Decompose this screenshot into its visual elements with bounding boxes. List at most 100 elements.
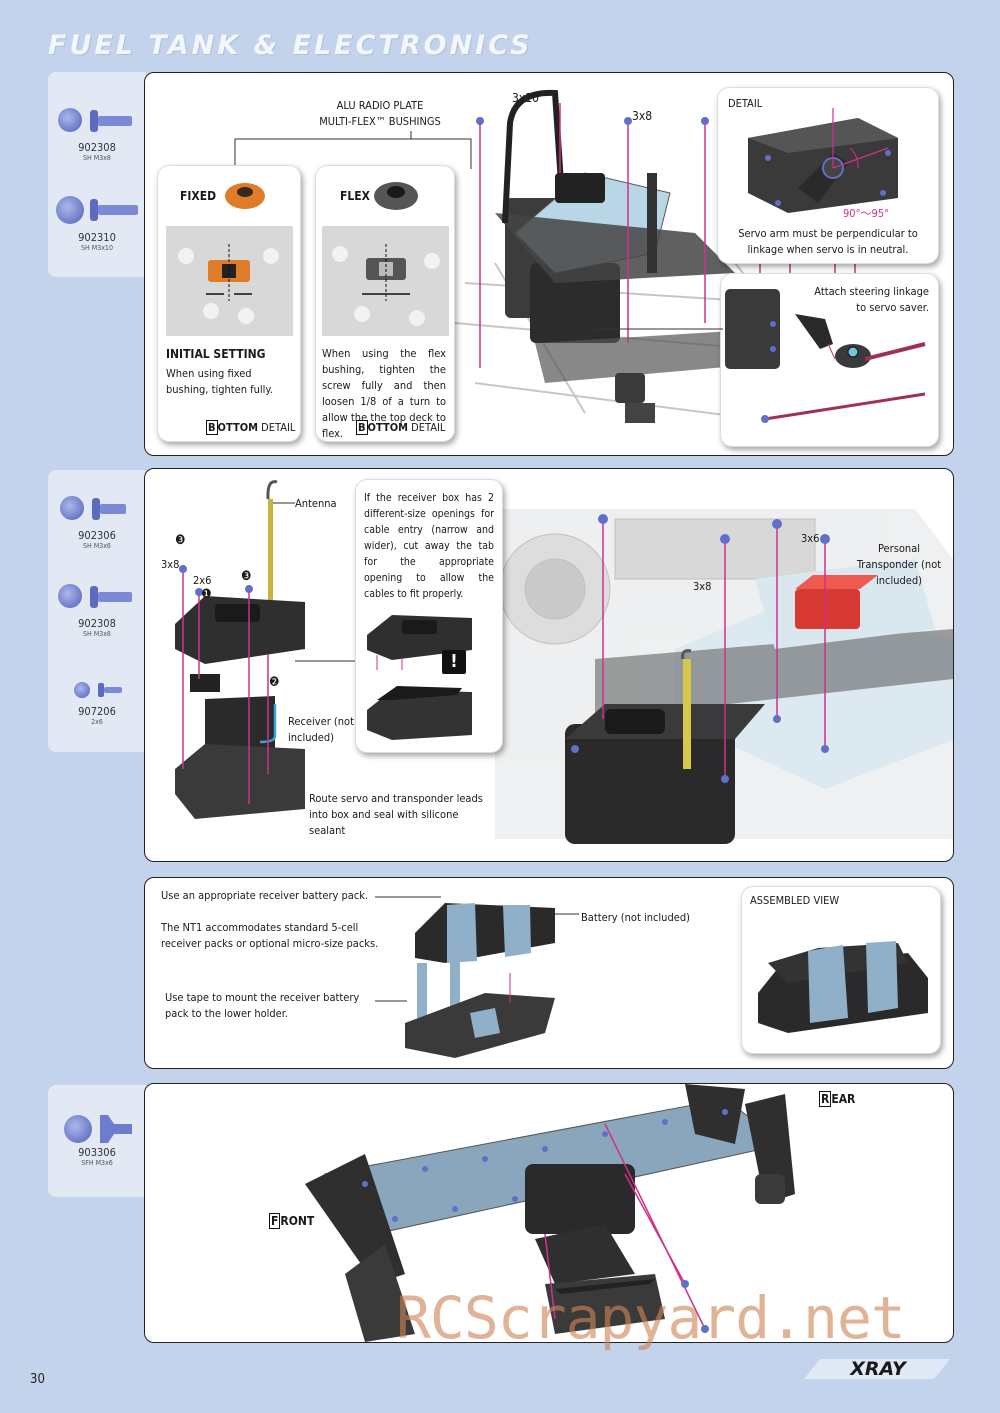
screw-side-icon xyxy=(92,498,126,520)
note-text: If the receiver box has 2 different-size… xyxy=(364,492,494,600)
flex-bushing-callout: FLEX When using the flex bushing, tighte… xyxy=(315,165,455,442)
steering-text: Attach steering linkage to servo saver. xyxy=(814,285,929,314)
screw-side-icon xyxy=(100,1115,132,1143)
screw-side-icon xyxy=(90,586,132,608)
fixed-bushing-icon xyxy=(225,183,265,209)
label-3x8: 3x8 xyxy=(161,558,180,571)
bushing-leader-lines xyxy=(234,131,472,169)
part-code: 907206 xyxy=(78,705,116,718)
battery-pack-illustration xyxy=(375,896,555,1058)
screw-head-icon xyxy=(58,584,82,608)
assembled-view-callout: ASSEMBLED VIEW xyxy=(741,886,941,1054)
part-desc: SH M3x6 xyxy=(83,542,111,550)
assembled-view-title: ASSEMBLED VIEW xyxy=(750,894,840,907)
screw-side-icon xyxy=(98,683,122,697)
part-desc: 2x6 xyxy=(91,718,103,726)
screw-head-icon xyxy=(64,1115,92,1143)
part-code: 902308 xyxy=(78,617,116,630)
screw-head-icon xyxy=(56,196,84,224)
screw-head-icon xyxy=(74,682,90,698)
flex-bushing-icon xyxy=(374,182,418,210)
callout-number-3: ❸ xyxy=(241,569,252,584)
antenna-label: Antenna xyxy=(295,497,337,510)
part-desc: SH M3x10 xyxy=(81,244,113,252)
part-902310: 902310 SH M3x10 xyxy=(48,192,146,252)
battery-text-2: The NT1 accommodates standard 5-cell rec… xyxy=(161,921,379,950)
flex-text: When using the flex bushing, tighten the… xyxy=(322,347,446,440)
screw-head-icon xyxy=(58,108,82,132)
part-desc: SH M3x8 xyxy=(83,630,111,638)
screw-head-icon xyxy=(60,496,84,520)
angle-label: 90°～95° xyxy=(843,207,890,220)
screw-side-icon xyxy=(90,199,138,221)
battery-label: Battery (not included) xyxy=(581,911,690,924)
label-3x10: 3x10 xyxy=(512,91,539,105)
alu-radio-plate-label: ALU RADIO PLATE xyxy=(336,99,424,112)
part-902308: 902308 SH M3x8 xyxy=(48,102,146,162)
step-panel-2: Antenna 3x8 2x6 ❸ ❸ ❶ ❷ Receiver (not in… xyxy=(144,468,954,862)
fixed-text: When using fixed bushing, tighten fully. xyxy=(166,367,273,396)
chassis-rear-illustration xyxy=(745,1094,795,1204)
steering-linkage-illustration xyxy=(725,289,926,423)
initial-setting-heading: INITIAL SETTING xyxy=(166,347,266,361)
part-902306: 902306 SH M3x6 xyxy=(48,492,146,550)
callout-number-2: ❷ xyxy=(269,675,280,690)
part-903306: 903306 SFH M3x6 xyxy=(48,1107,146,1167)
label-3x8-b: 3x8 xyxy=(693,580,712,593)
transponder-label: Personal Transponder (not included) xyxy=(856,542,942,587)
note-leader-line xyxy=(295,660,355,662)
assembled-battery-illustration xyxy=(758,941,928,1033)
part-desc: SFH M3x6 xyxy=(81,1159,113,1167)
route-text: Route servo and transponder leads into b… xyxy=(309,792,483,837)
steering-linkage-callout: Attach steering linkage to servo saver. xyxy=(720,273,939,447)
step-panel-3: Use an appropriate receiver battery pack… xyxy=(144,877,954,1069)
part-code: 902310 xyxy=(78,231,116,244)
battery-text-3: Use tape to mount the receiver battery p… xyxy=(165,991,360,1020)
screw-side-icon xyxy=(90,110,132,132)
part-907206: 907206 2x6 xyxy=(48,680,146,726)
fixed-bottom-detail-image xyxy=(166,226,293,336)
label-3x8: 3x8 xyxy=(632,109,653,123)
parts-sidebar-2: 902306 SH M3x6 902308 SH M3x8 907206 2x6 xyxy=(48,470,146,752)
detail-text: Servo arm must be perpendicular to linka… xyxy=(738,227,918,256)
receiver-box-exploded-illustration xyxy=(175,480,305,819)
flex-bottom-detail-image xyxy=(322,226,449,336)
callout-number-3: ❸ xyxy=(175,533,186,548)
label-3x6: 3x6 xyxy=(801,532,820,545)
servo-detail-illustration xyxy=(748,108,898,213)
chassis-bottom-illustration xyxy=(305,1084,787,1342)
label-2x6: 2x6 xyxy=(193,574,212,587)
page-number: 30 xyxy=(30,1372,45,1387)
steering-leader-line xyxy=(595,328,723,330)
receiver-label: Receiver (not included) xyxy=(288,715,354,744)
parts-sidebar-1: 902308 SH M3x8 902310 SH M3x10 xyxy=(48,72,146,277)
watermark: RCScrapyard.net xyxy=(396,1284,906,1352)
part-902308: 902308 SH M3x8 xyxy=(48,580,146,638)
xray-logo: XRAY xyxy=(804,1358,950,1380)
part-code: 903306 xyxy=(78,1146,116,1159)
detail-title: DETAIL xyxy=(728,97,763,110)
bushings-label: MULTI-FLEX™ BUSHINGS xyxy=(319,115,441,128)
page-title: FUEL TANK & ELECTRONICS xyxy=(48,30,533,61)
fixed-title: FIXED xyxy=(180,189,217,203)
part-code: 902308 xyxy=(78,141,116,154)
antenna-leader-line xyxy=(273,502,295,504)
callout-number-1: ❶ xyxy=(201,587,212,602)
parts-sidebar-4: 903306 SFH M3x6 xyxy=(48,1085,146,1197)
svg-text:XRAY: XRAY xyxy=(849,1358,908,1380)
part-desc: SH M3x8 xyxy=(83,154,111,162)
servo-detail-callout: DETAIL 90°～95° Servo arm must be perpend… xyxy=(717,87,939,264)
fixed-bushing-callout: FIXED INITIAL SETTING When using fixed b… xyxy=(157,165,301,442)
step-panel-1: ALU RADIO PLATE MULTI-FLEX™ BUSHINGS 3x1… xyxy=(144,72,954,456)
battery-text-1: Use an appropriate receiver battery pack… xyxy=(161,889,369,902)
flex-title: FLEX xyxy=(340,189,370,203)
receiver-box-detail-illustration xyxy=(367,615,472,740)
chassis-receiver-illustration xyxy=(495,509,953,844)
receiver-box-note-callout: If the receiver box has 2 different-size… xyxy=(355,479,503,753)
warning-icon: ! xyxy=(442,650,466,674)
